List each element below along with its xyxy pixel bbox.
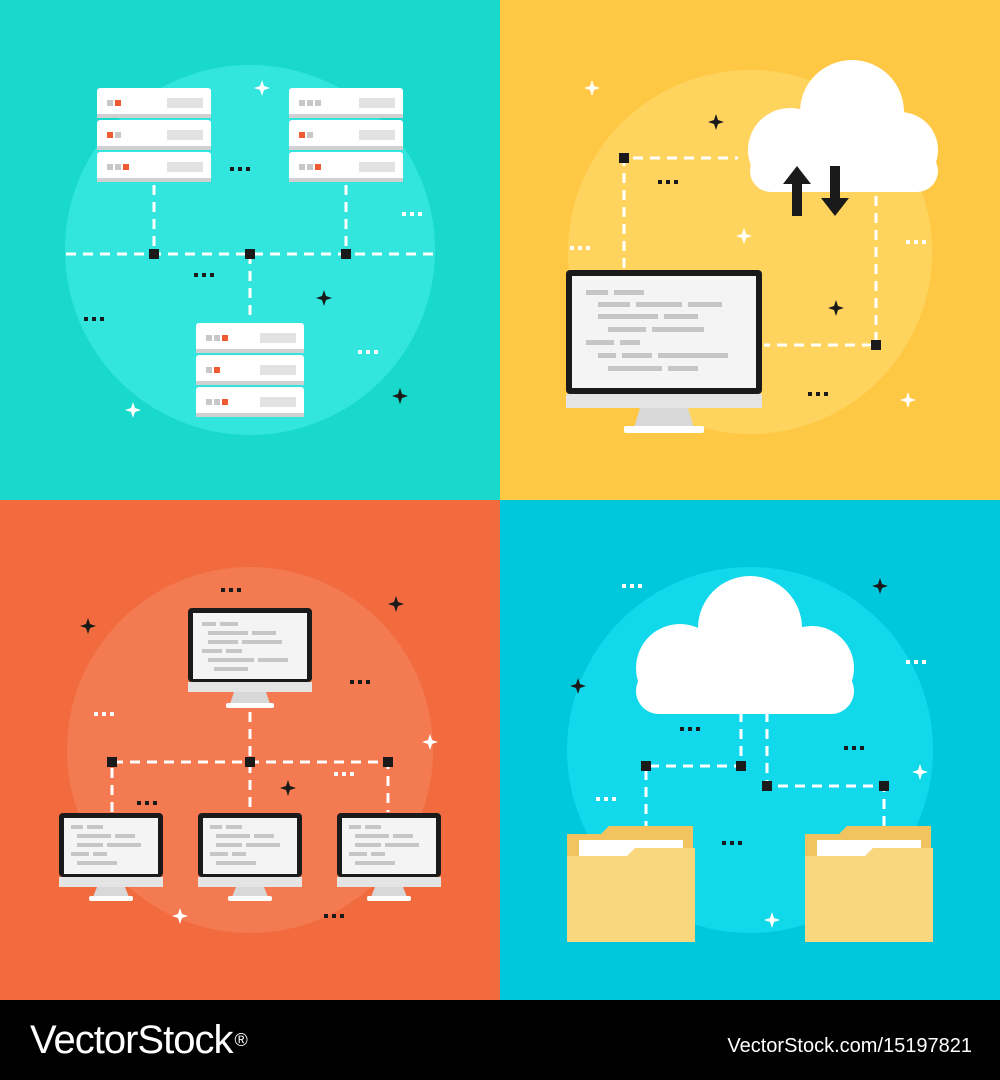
cloud-folders-panel <box>500 500 1000 1000</box>
connection-lines <box>66 185 434 322</box>
watermark-footer: VectorStock® VectorStock.com/15197821 <box>0 1000 1000 1080</box>
ellipsis-dots <box>84 167 250 321</box>
brand-name: VectorStock <box>30 1018 233 1062</box>
folder-icon <box>567 826 695 942</box>
connection-nodes <box>149 249 351 259</box>
connection-nodes <box>641 761 889 791</box>
server-icon <box>97 88 211 182</box>
computer-network-panel <box>0 500 500 1000</box>
connection-nodes <box>619 153 881 350</box>
connection-nodes <box>107 757 393 767</box>
sparkle-icon <box>570 578 928 928</box>
server-icon <box>196 323 304 417</box>
server-icon <box>289 88 403 182</box>
download-arrow-icon <box>821 166 849 216</box>
ellipsis-dots-light <box>570 240 926 250</box>
sparkle-icon <box>80 596 438 924</box>
cloud-folders-illustration <box>500 500 1000 1000</box>
monitor-icon <box>188 608 312 708</box>
cloud-icon <box>636 576 854 714</box>
monitor-icon <box>59 813 163 901</box>
connection-lines <box>644 712 886 830</box>
brand-logo: VectorStock® <box>30 1018 248 1062</box>
folder-icon <box>805 826 933 942</box>
computer-network-illustration <box>0 500 500 1000</box>
upload-arrow-icon <box>783 166 811 216</box>
cloud-sync-panel <box>500 0 1000 500</box>
monitor-icon <box>566 270 762 433</box>
ellipsis-dots <box>137 588 370 918</box>
sparkle-icon <box>584 80 916 408</box>
sparkle-icon <box>125 80 408 418</box>
server-network-panel <box>0 0 500 500</box>
brand-registered-mark: ® <box>234 1030 247 1050</box>
cloud-icon <box>748 60 938 192</box>
stock-reference: VectorStock.com/15197821 <box>727 1035 972 1057</box>
ellipsis-dots <box>658 180 828 396</box>
ellipsis-dots <box>680 727 864 845</box>
monitor-icon <box>337 813 441 901</box>
ellipsis-dots-light <box>596 584 926 801</box>
ellipsis-dots-light <box>94 712 354 776</box>
monitor-icon <box>198 813 302 901</box>
cloud-sync-illustration <box>500 0 1000 500</box>
ellipsis-dots-light <box>358 212 422 354</box>
server-network-illustration <box>0 0 500 500</box>
